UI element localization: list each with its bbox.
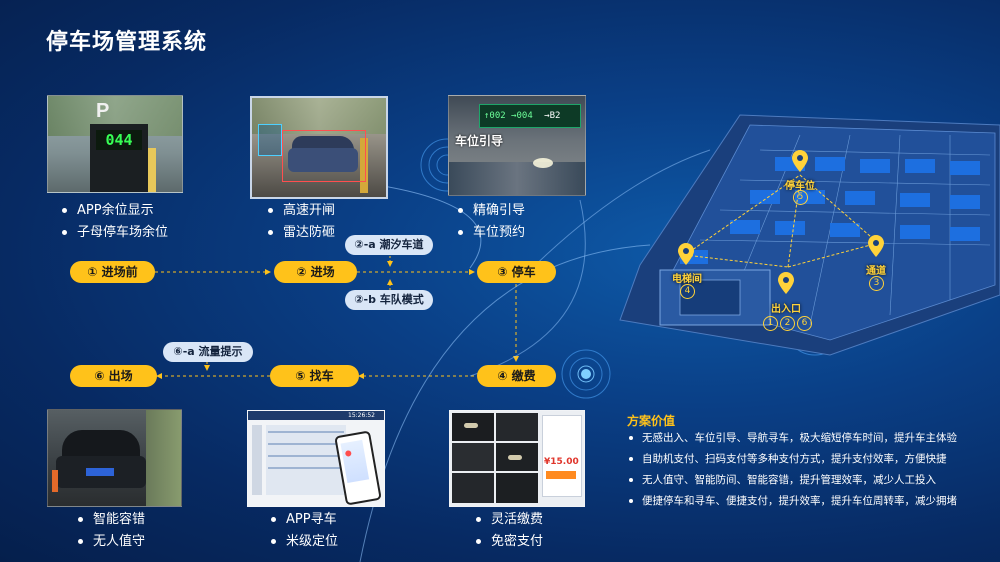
- map-label-passage: 通道: [866, 266, 886, 277]
- map-pin-icon: [868, 235, 884, 257]
- photo-payment: ¥15.00: [449, 410, 585, 507]
- bullets-find-car: APP寻车 米级定位: [271, 509, 338, 553]
- step-parking-button[interactable]: ③ 停车: [477, 261, 556, 283]
- list-item: 高速开闸: [268, 200, 335, 222]
- list-item: 无人值守、智能防间、智能容错，提升管理效率，减少人工投入: [629, 470, 957, 491]
- list-item: 自助机支付、扫码支付等多种支付方式，提升支付效率，方便快捷: [629, 449, 957, 470]
- photo-gate-entry: [250, 96, 388, 199]
- arc-4: [519, 149, 711, 281]
- guidance-sign-board: ↑002 →004 →B2: [479, 104, 581, 128]
- guidance-caption: 车位引导: [455, 134, 504, 148]
- list-item: 子母停车场余位: [62, 222, 168, 244]
- list-item: 免密支付: [476, 531, 543, 553]
- fleet-mode-button[interactable]: ②-b 车队模式: [345, 290, 433, 310]
- step-payment-button[interactable]: ④ 缴费: [477, 365, 556, 387]
- map-num-entrance-6: 6: [797, 316, 812, 331]
- guidance-sign-text-1: ↑002 →004: [484, 111, 533, 121]
- value-section-title: 方案价值: [627, 414, 676, 428]
- map-pin-icon: [792, 150, 808, 172]
- dashboard-time: 15:26:52: [348, 412, 375, 419]
- photo-exit-car: [47, 409, 182, 507]
- list-item: 米级定位: [271, 531, 338, 553]
- map-num-entrance-2: 2: [780, 316, 795, 331]
- bullets-exit: 智能容错 无人值守: [78, 509, 145, 553]
- list-item: 智能容错: [78, 509, 145, 531]
- list-item: 车位预约: [458, 222, 525, 244]
- map-label-entrance: 出入口: [771, 304, 801, 315]
- map-pin-icon: [778, 272, 794, 294]
- bullets-entry-before: APP余位显示 子母停车场余位: [62, 200, 168, 244]
- parking-sign: P: [96, 100, 110, 122]
- list-item: 便捷停车和寻车、便捷支付，提升效率，提升车位周转率，减少拥堵: [629, 491, 957, 512]
- list-item: APP寻车: [271, 509, 338, 531]
- map-num-parking-spot: 5: [793, 190, 808, 205]
- bullets-entry: 高速开闸 雷达防砸: [268, 200, 335, 244]
- map-num-entrance-1: 1: [763, 316, 778, 331]
- guidance-sign-text-2: →B2: [544, 111, 561, 121]
- flow-hint-button[interactable]: ⑥-a 流量提示: [163, 342, 253, 362]
- parking-3d-map: [619, 114, 1000, 356]
- step-entry-button[interactable]: ② 进场: [274, 261, 357, 283]
- list-item: 无感出入、车位引导、导航寻车，极大缩短停车时间，提升车主体验: [629, 428, 957, 449]
- tide-lane-button[interactable]: ②-a 潮汐车道: [345, 235, 433, 255]
- bullets-parking: 精确引导 车位预约: [458, 200, 525, 244]
- list-item: 雷达防砸: [268, 222, 335, 244]
- value-list: 无感出入、车位引导、导航寻车，极大缩短停车时间，提升车主体验 自助机支付、扫码支…: [629, 428, 957, 512]
- map-num-passage: 3: [869, 276, 884, 291]
- step-entry-before-button[interactable]: ① 进场前: [70, 261, 155, 283]
- list-item: 精确引导: [458, 200, 525, 222]
- map-label-elevator: 电梯间: [672, 274, 702, 285]
- arc-3: [469, 199, 586, 377]
- photo-find-car-app: 15:26:52: [247, 410, 385, 507]
- list-item: APP余位显示: [62, 200, 168, 222]
- step-exit-button[interactable]: ⑥ 出场: [70, 365, 157, 387]
- photo-guidance-sign: ↑002 →004 →B2 车位引导: [448, 95, 586, 196]
- payment-price: ¥15.00: [544, 457, 579, 467]
- map-pin-icon: [678, 243, 694, 265]
- list-item: 无人值守: [78, 531, 145, 553]
- map-num-elevator: 4: [680, 284, 695, 299]
- list-item: 灵活缴费: [476, 509, 543, 531]
- photo-parking-counter: P 044: [47, 95, 183, 193]
- page-title: 停车场管理系统: [46, 30, 208, 55]
- map-label-parking-spot: 停车位: [785, 181, 815, 192]
- step-find-car-button[interactable]: ⑤ 找车: [270, 365, 359, 387]
- counter-display: 044: [96, 130, 142, 150]
- bullets-payment: 灵活缴费 免密支付: [476, 509, 543, 553]
